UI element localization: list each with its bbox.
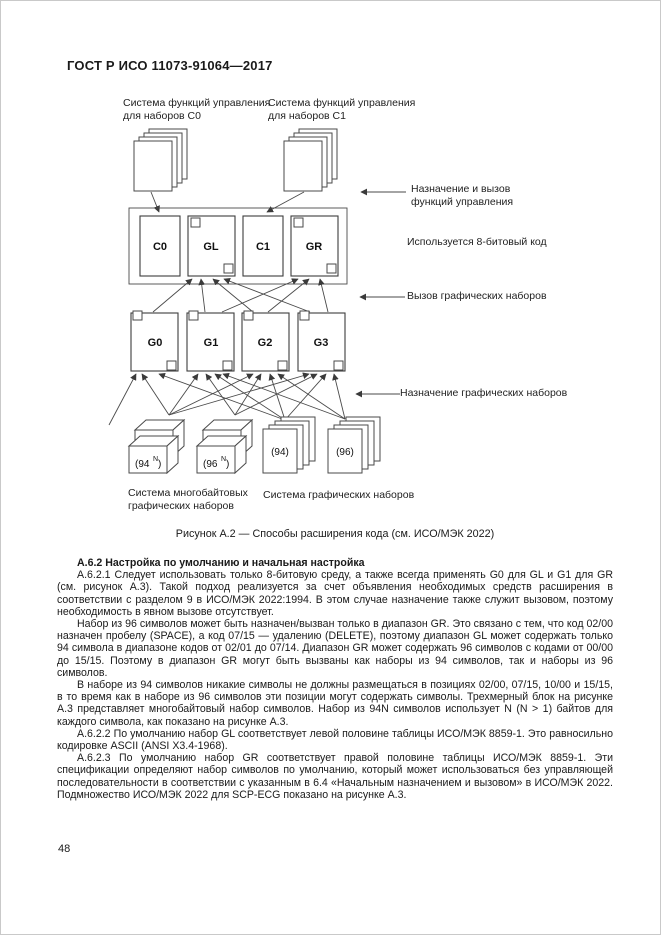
set-96n-label: (96 bbox=[203, 459, 218, 470]
label-designate-graphic-sets: Назначение графических наборов bbox=[400, 387, 568, 399]
designation-arrows-graphic bbox=[108, 372, 346, 426]
label-control-system-c1: Система функций управления для наборов C… bbox=[268, 97, 416, 122]
g2-box-label: G2 bbox=[258, 337, 273, 349]
gr-box-label: GR bbox=[306, 241, 323, 253]
set-94n-label: (94 bbox=[135, 459, 150, 470]
invocation-arrows bbox=[152, 278, 329, 313]
set-96-label: (96) bbox=[336, 447, 354, 458]
paragraph-94set: В наборе из 94 символов никакие символы … bbox=[57, 679, 613, 728]
label-control-system-c0: Система функций управления для наборов C… bbox=[123, 97, 271, 122]
g3-box-label: G3 bbox=[314, 337, 329, 349]
set-96n-cubes-icon: (96 N ) bbox=[195, 418, 254, 475]
g1-box-label: G1 bbox=[204, 337, 219, 349]
gl-corner-marker-icon bbox=[223, 263, 234, 274]
page-number: 48 bbox=[58, 843, 71, 855]
label-designate-invoke-control: Назначение и вызов функций управления bbox=[411, 183, 514, 208]
paragraph-a621: А.6.2.1 Следует использовать только 8-би… bbox=[57, 569, 613, 618]
label-invoke-graphic-sets: Вызов графических наборов bbox=[407, 290, 547, 302]
label-multibyte-system: Система многобайтовых графических наборо… bbox=[128, 487, 248, 512]
label-eight-bit-code: Используется 8-битовый код bbox=[407, 236, 547, 248]
set-96-stack-icon: (96) bbox=[327, 416, 381, 474]
g0-corner-marker-icon bbox=[132, 310, 143, 321]
paragraph-a623: А.6.2.3 По умолчанию набор GR соответств… bbox=[57, 752, 613, 801]
gr-corner-marker-icon bbox=[326, 263, 337, 274]
g3-box: G3 bbox=[297, 310, 346, 372]
c1-box: C1 bbox=[242, 215, 284, 277]
set-94n-cubes-icon: (94 N ) bbox=[127, 418, 186, 475]
g0-box: G0 bbox=[130, 310, 179, 372]
g1-corner-marker-icon bbox=[222, 360, 233, 371]
set-96n-label-sup: N bbox=[221, 456, 226, 463]
c1-box-label: C1 bbox=[256, 241, 270, 253]
control-c1-stack-icon bbox=[283, 128, 338, 192]
c0-box: C0 bbox=[139, 215, 181, 277]
gr-corner-marker-icon bbox=[293, 217, 304, 228]
g1-box: G1 bbox=[186, 310, 235, 372]
control-c0-stack-icon bbox=[133, 128, 188, 192]
designation-arrows-control bbox=[150, 191, 305, 213]
set-94n-label-sup: N bbox=[153, 456, 158, 463]
set-94-stack-icon: (94) bbox=[262, 416, 316, 474]
gl-box: GL bbox=[187, 215, 236, 277]
g2-box: G2 bbox=[241, 310, 290, 372]
figure-a2-diagram: C0 GL C1 GR bbox=[108, 128, 406, 475]
gl-corner-marker-icon bbox=[190, 217, 201, 228]
g2-corner-marker-icon bbox=[277, 360, 288, 371]
g0-box-label: G0 bbox=[148, 337, 163, 349]
callout-arrows bbox=[355, 188, 406, 398]
g3-corner-marker-icon bbox=[299, 310, 310, 321]
set-94-label: (94) bbox=[271, 447, 289, 458]
gl-box-label: GL bbox=[203, 241, 219, 253]
paragraph-a622: А.6.2.2 По умолчанию набор GL соответств… bbox=[57, 727, 613, 753]
gr-box: GR bbox=[290, 215, 339, 277]
g0-corner-marker-icon bbox=[166, 360, 177, 371]
figure-caption: Рисунок А.2 — Способы расширения кода (с… bbox=[175, 528, 495, 540]
g1-corner-marker-icon bbox=[188, 310, 199, 321]
g3-corner-marker-icon bbox=[333, 360, 344, 371]
paragraph-96set: Набор из 96 символов может быть назначен… bbox=[57, 618, 613, 679]
set-96n-label-close: ) bbox=[226, 459, 229, 470]
c0-box-label: C0 bbox=[153, 241, 167, 253]
page-header: ГОСТ Р ИСО 11073-91064—2017 bbox=[67, 58, 273, 73]
section-heading: А.6.2 Настройка по умолчанию и начальная… bbox=[77, 557, 365, 569]
g2-corner-marker-icon bbox=[243, 310, 254, 321]
label-graphic-system: Система графических наборов bbox=[263, 489, 415, 501]
section-a62: А.6.2 Настройка по умолчанию и начальная… bbox=[57, 557, 613, 801]
set-94n-label-close: ) bbox=[158, 459, 161, 470]
